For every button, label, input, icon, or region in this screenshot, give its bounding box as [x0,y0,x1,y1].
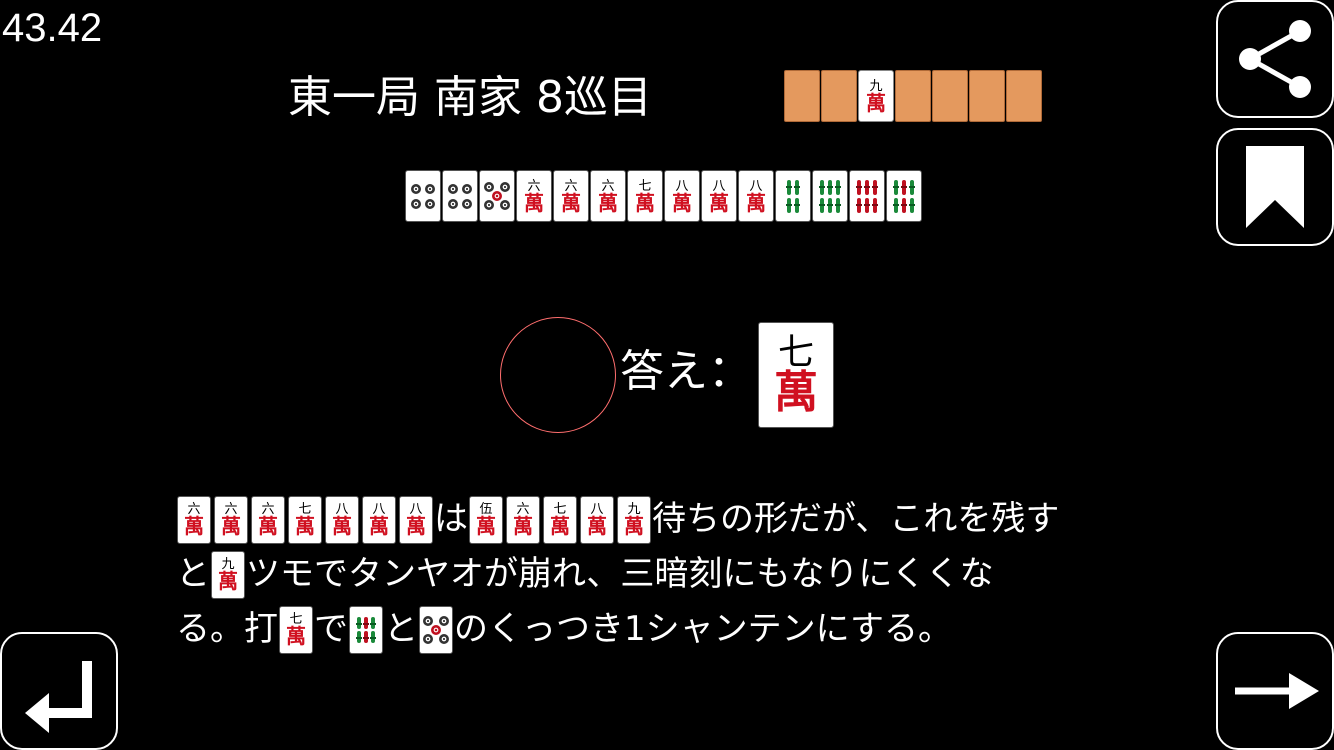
explanation-text-segment: と [176,554,210,594]
bookmark-icon [1246,146,1304,228]
hand-tile-pin-5[interactable] [479,170,515,222]
tile-suit: 萬 [709,190,729,215]
inline-tile: 八萬 [362,495,396,544]
answer-label: 答え： [620,346,752,397]
pin-5-icon [423,615,449,644]
hand-tile-man[interactable]: 八 萬 [738,170,774,222]
next-button[interactable] [1216,632,1334,750]
back-button[interactable] [0,632,118,750]
tile-suit: 萬 [774,367,818,418]
share-button[interactable] [1216,0,1334,118]
sou-6-icon [819,179,841,213]
tile-number: 八 [749,178,763,194]
explanation-text-segment: ツモでタンヤオが崩れ、三暗刻にもなりにくくな [246,554,994,594]
tile-number: 七 [638,178,652,194]
explanation-text-segment: は [434,499,468,539]
tile-suit: 萬 [866,90,886,115]
pin-4-icon [447,182,473,210]
inline-tile: 六萬 [177,495,211,544]
hand-tile-sou-6[interactable] [812,170,848,222]
answer-tile: 七 萬 [758,322,834,428]
inline-tile: 七萬 [288,495,322,544]
inline-tile: 伍萬 [469,495,503,544]
inline-tile: 八萬 [399,495,433,544]
hand-tile-sou-6[interactable] [886,170,922,222]
tile-suit: 萬 [672,190,692,215]
sou-6-icon [856,179,878,213]
explanation-line-2: と 九萬 ツモでタンヤオが崩れ、三暗刻にもなりにくくな [176,547,1156,602]
hand-tile-man[interactable]: 八 萬 [664,170,700,222]
tile-suit: 萬 [524,190,544,215]
tile-number: 八 [712,178,726,194]
wall-tile-back [932,70,968,122]
hand-tile-man[interactable]: 八 萬 [701,170,737,222]
sou-4-icon [786,179,800,213]
share-icon [1239,20,1311,98]
hand-tile-sou-6[interactable] [849,170,885,222]
right-arrow-icon [1235,673,1319,709]
tile-number: 六 [601,178,615,194]
sou-6-icon [893,179,915,213]
inline-tile: 六萬 [251,495,285,544]
inline-tile: 七萬 [279,605,313,654]
tile-suit: 萬 [746,190,766,215]
tile-number: 八 [675,178,689,194]
correct-mark-circle [500,317,616,433]
hand-tile-pin-4[interactable] [405,170,441,222]
return-arrow-icon [25,661,92,733]
hand-tile-man[interactable]: 六 萬 [590,170,626,222]
tile-suit: 萬 [635,190,655,215]
inline-tile: 八萬 [325,495,359,544]
tile-suit: 萬 [561,190,581,215]
inline-tile-sou-6 [349,605,383,654]
explanation-text-segment: で [314,609,348,649]
bookmark-button[interactable] [1216,128,1334,246]
tile-suit: 萬 [598,190,618,215]
inline-tile: 八萬 [580,495,614,544]
explanation-line-3: る。打 七萬 で と のくっつき1シャンテンにする。 [176,602,1156,657]
inline-tile: 七萬 [543,495,577,544]
inline-tile: 六萬 [214,495,248,544]
tile-number: 六 [564,178,578,194]
pin-5-icon [484,182,510,210]
inline-tile: 九萬 [617,495,651,544]
sou-6-icon [356,616,376,643]
wall-tile-back [784,70,820,122]
dora-wall: 九 萬 [784,70,1042,122]
explanation-line-1: 六萬 六萬 六萬 七萬 八萬 八萬 八萬 は 伍萬 六萬 七萬 八萬 九萬 待ち… [176,492,1156,547]
wall-tile-back [969,70,1005,122]
hand-tile-man[interactable]: 六 萬 [516,170,552,222]
explanation-text-segment: のくっつき1シャンテンにする。 [454,609,952,649]
wall-tile-back [1006,70,1042,122]
wall-tile-back [895,70,931,122]
tile-number: 七 [777,332,814,373]
explanation-text-segment: と [384,609,418,649]
explanation-text: 六萬 六萬 六萬 七萬 八萬 八萬 八萬 は 伍萬 六萬 七萬 八萬 九萬 待ち… [176,492,1156,657]
hand-tile-man[interactable]: 六 萬 [553,170,589,222]
dora-indicator-tile: 九 萬 [858,70,894,122]
tile-group-hand-shape: 六萬 六萬 六萬 七萬 八萬 八萬 八萬 [176,495,434,544]
explanation-text-segment: 待ちの形だが、これを残す [652,499,1060,539]
round-info: 東一局 南家 8巡目 [288,72,652,123]
hand-tile-sou-4[interactable] [775,170,811,222]
tile-number: 九 [869,78,883,94]
hand-tile-man[interactable]: 七 萬 [627,170,663,222]
pin-4-icon [410,182,436,210]
inline-tile: 六萬 [506,495,540,544]
inline-tile-pin-5 [419,605,453,654]
hand-tile-pin-4[interactable] [442,170,478,222]
explanation-text-segment: る。打 [176,609,278,649]
player-hand: 六 萬 六 萬 六 萬 七 萬 八 萬 八 萬 八 萬 [405,170,922,222]
answer-tile-man: 七 萬 [758,322,834,428]
tile-group-waits: 伍萬 六萬 七萬 八萬 九萬 [468,495,652,544]
inline-tile: 九萬 [211,550,245,599]
timer: 43.42 [2,6,103,50]
wall-tile-back [821,70,857,122]
tile-number: 六 [527,178,541,194]
